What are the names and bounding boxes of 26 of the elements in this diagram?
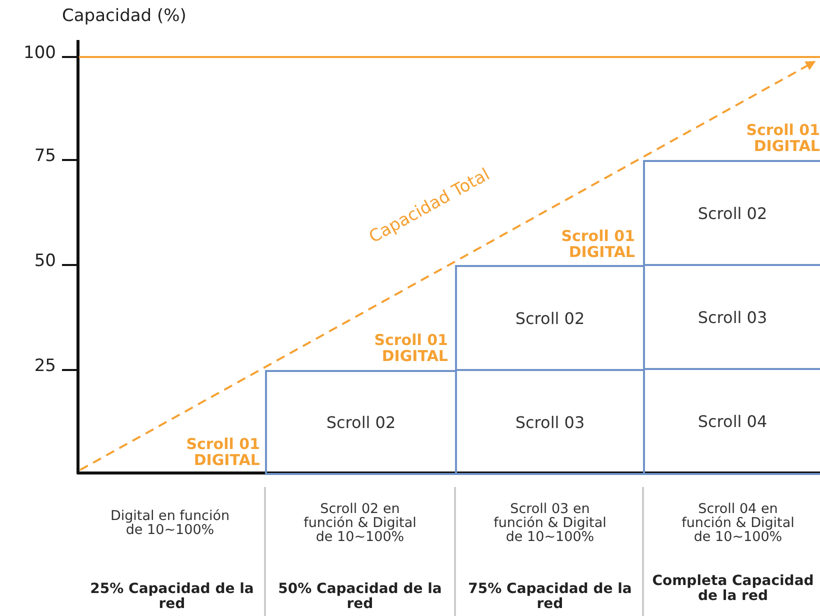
block-label: Scroll 03: [698, 308, 768, 326]
step-label: Scroll 01 DIGITAL: [185, 437, 260, 468]
tick-label: 75: [33, 148, 56, 166]
step-label: Scroll 01 DIGITAL: [560, 229, 635, 260]
capacity-block: [643, 160, 820, 266]
tick-label: 25: [33, 358, 56, 376]
block-label: Scroll 02: [698, 204, 768, 222]
axis-title: Capacidad (%): [62, 8, 188, 26]
step-label: Scroll 01 DIGITAL: [745, 123, 820, 154]
mode-description: Scroll 02 en función & Digital de 10~100%: [302, 502, 418, 545]
block-label: Scroll 02: [515, 308, 585, 328]
capacity-block: [265, 370, 457, 475]
capacity-note: 50% Capacidad de la red: [277, 582, 443, 612]
step-label: Scroll 01 DIGITAL: [373, 333, 448, 364]
mode-description: Scroll 04 en función & Digital de 10~100%: [680, 502, 796, 545]
mode-description: Scroll 03 en función & Digital de 10~100%: [492, 502, 608, 545]
capacity-note: 75% Capacidad de la red: [467, 582, 633, 612]
block-label: Scroll 03: [515, 412, 585, 432]
capacity-note: Completa Capacidad de la red: [651, 574, 815, 604]
mode-description: Digital en función de 10~100%: [110, 509, 230, 538]
capacity-block: [455, 265, 645, 371]
capacity-note: 25% Capacidad de la red: [89, 582, 255, 612]
block-label: Scroll 02: [326, 413, 396, 432]
tick-label: 100: [22, 45, 56, 63]
tick-label: 50: [33, 253, 56, 271]
block-label: Scroll 04: [698, 412, 768, 431]
